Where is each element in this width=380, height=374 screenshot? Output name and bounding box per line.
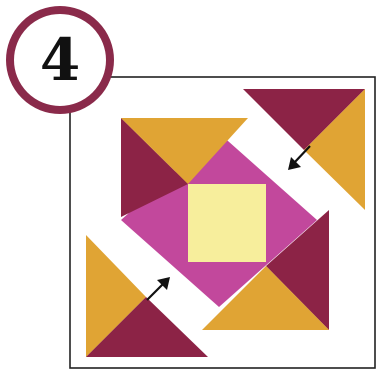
step-number-badge: 4 bbox=[10, 10, 110, 110]
step-number: 4 bbox=[40, 26, 80, 94]
center-square bbox=[188, 184, 266, 262]
